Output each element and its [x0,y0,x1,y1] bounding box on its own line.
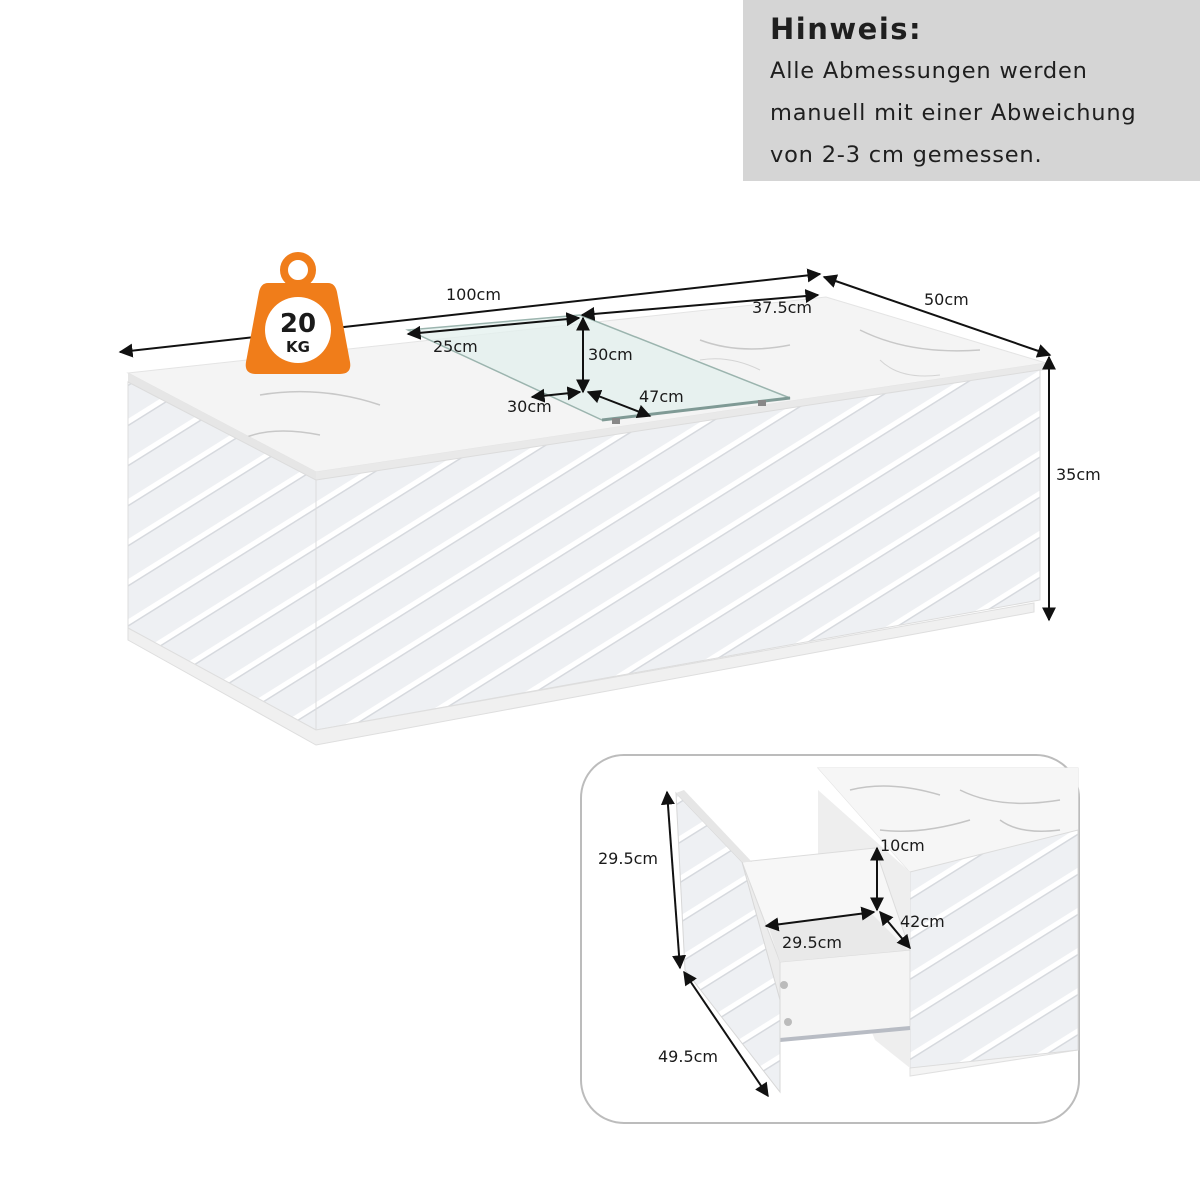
main-dimension-lines [118,268,1056,622]
weight-handle-icon [280,252,316,288]
note-title: Hinweis: [770,12,923,46]
glass-length-label: 47cm [639,387,684,406]
drawer-inner-height-label: 10cm [880,836,925,855]
drawer-inner-depth-label: 42cm [900,912,945,931]
drawer-inner-width-label: 29.5cm [782,933,842,952]
note-line-3: von 2-3 cm gemessen. [770,142,1043,168]
drawer-dimension-lines [660,790,911,1098]
weight-value: 20 [280,309,316,339]
note-line-2: manuell mit einer Abweichung [770,100,1137,126]
glass-depth-label: 30cm [588,345,633,364]
inner-depth-label: 30cm [507,397,552,416]
weight-badge: 20 KG [245,252,351,374]
drawer-detail [675,767,1079,1094]
table-plinth [127,602,1035,746]
drawer-front-width-label: 49.5cm [658,1047,718,1066]
table-front-panel [315,369,1041,731]
drawer-front-height-label: 29.5cm [598,849,658,868]
depth-label: 50cm [924,290,969,309]
drawer-detail-frame [580,754,1080,1124]
note-line-1: Alle Abmessungen werden [770,58,1088,84]
note-box: Hinweis: Alle Abmessungen werden manuell… [743,0,1200,181]
weight-unit: KG [286,338,310,356]
top-panel-label: 37.5cm [752,298,812,317]
glass-width-label: 25cm [433,337,478,356]
height-label: 35cm [1056,465,1101,484]
length-label: 100cm [446,285,501,304]
